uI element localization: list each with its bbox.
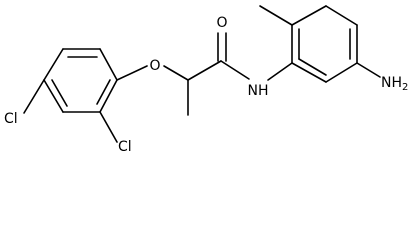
bond — [23, 79, 45, 114]
bond — [220, 60, 250, 80]
bond — [51, 79, 68, 107]
bond — [356, 62, 381, 78]
chlorine-para-label: Cl — [4, 111, 18, 127]
bond — [99, 111, 118, 143]
amine-subscript: 2 — [402, 82, 408, 93]
bond — [99, 48, 118, 81]
atom-labels: O O NH Cl Cl NH2 — [4, 15, 408, 153]
bond — [325, 5, 358, 26]
chemical-structure: O O NH Cl Cl NH2 — [4, 5, 408, 153]
amide-nitrogen-label: NH — [248, 83, 269, 99]
bond — [163, 65, 189, 81]
bond — [187, 60, 222, 81]
bond — [291, 5, 327, 26]
bond — [43, 79, 64, 113]
carbonyl-oxygen-label: O — [216, 15, 227, 31]
bond — [259, 5, 293, 26]
bond — [96, 79, 111, 105]
ether-oxygen-label: O — [149, 58, 160, 74]
bond — [99, 79, 118, 113]
bond — [298, 58, 327, 76]
amine-label: NH2 — [381, 75, 408, 93]
bond — [43, 48, 64, 81]
bond — [267, 62, 293, 81]
bonds — [23, 5, 381, 143]
bond — [116, 65, 148, 81]
bond — [325, 62, 358, 83]
chlorine-ortho-label: Cl — [118, 139, 132, 153]
bond — [291, 62, 327, 83]
amine-main-label: NH — [381, 75, 402, 91]
